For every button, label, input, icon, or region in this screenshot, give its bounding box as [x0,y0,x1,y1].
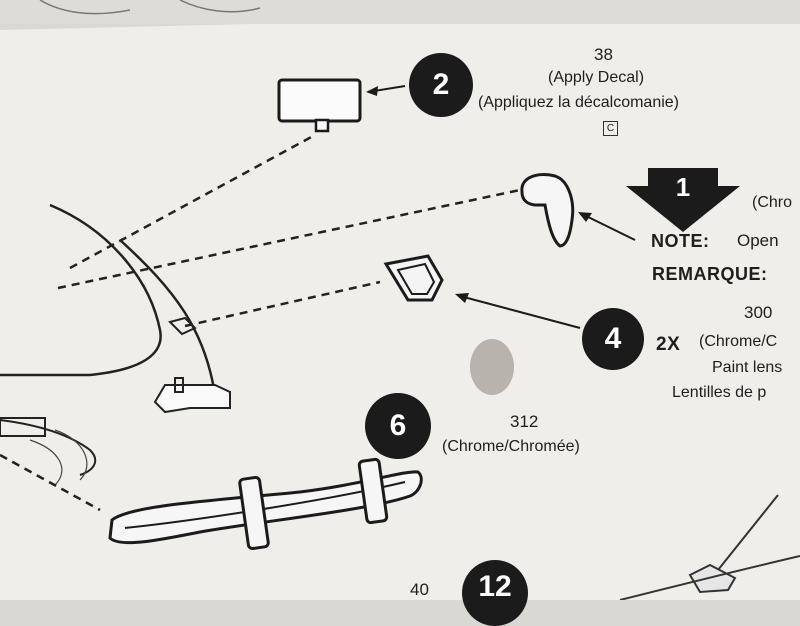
bumper-part [108,470,423,545]
car-body-outline [0,203,162,377]
bumper-bracket [153,384,231,414]
car-wheel-arch [0,419,97,476]
remarque-label: REMARQUE: [652,264,768,284]
arrow-step1-head [578,212,592,222]
step-12-circle: 12 [462,560,528,626]
step-4-circle: 4 [582,308,644,370]
bumper-guard-right [357,457,389,525]
decal-letter-box: C [603,121,618,136]
paper-sheet [0,18,800,600]
decal-instruction-fr: (Appliquez la décalcomanie) [478,94,679,111]
ink-smudge [470,339,514,395]
decal-part-tab [314,118,330,133]
car-fender-outline [119,239,217,396]
step-6-circle: 6 [365,393,431,459]
antenna-base [688,563,737,594]
antenna-rod [717,494,779,571]
note-text: Open [737,231,779,250]
arrow-step4 [459,295,581,329]
top-strip-sketch [39,0,261,15]
step6-part-number: 312 [510,412,539,431]
decal-part [277,78,362,123]
bracket-slot-b [0,417,46,437]
step-1-label: 1 [675,171,691,202]
fender-mount [168,316,197,336]
step4-chrome-text: (Chrome/C [699,333,778,350]
decal-part-number: 38 [594,45,613,64]
step4-part-number: 300 [744,303,773,322]
bracket-slot-a [174,377,184,393]
car-wheel-lines [29,429,88,486]
instruction-sheet [0,0,800,600]
assembly-lines [0,133,521,512]
bumper-guard-left [238,475,270,551]
lens-part [383,254,444,302]
arrow-step1 [581,213,636,241]
note-label: NOTE: [651,231,710,251]
arrow-step4-head [455,293,469,303]
top-page-strip [0,0,800,24]
bottom-part-number: 40 [410,580,429,599]
step1-chrome-text: (Chro [752,194,793,211]
step4-quantity: 2X [656,334,681,355]
step1-down-arrow [626,168,740,232]
lens-part-detail [396,262,436,295]
decal-instruction-en: (Apply Decal) [548,69,645,86]
mirror-part [520,173,575,248]
step6-finish-text: (Chrome/Chromée) [442,438,580,455]
arrow-step2-head [366,86,378,96]
step4-paint-text: Paint lens [712,359,783,376]
car-roof-line [619,555,800,600]
step-2-circle: 2 [409,53,473,117]
step4-lentilles-text: Lentilles de p [672,384,767,401]
